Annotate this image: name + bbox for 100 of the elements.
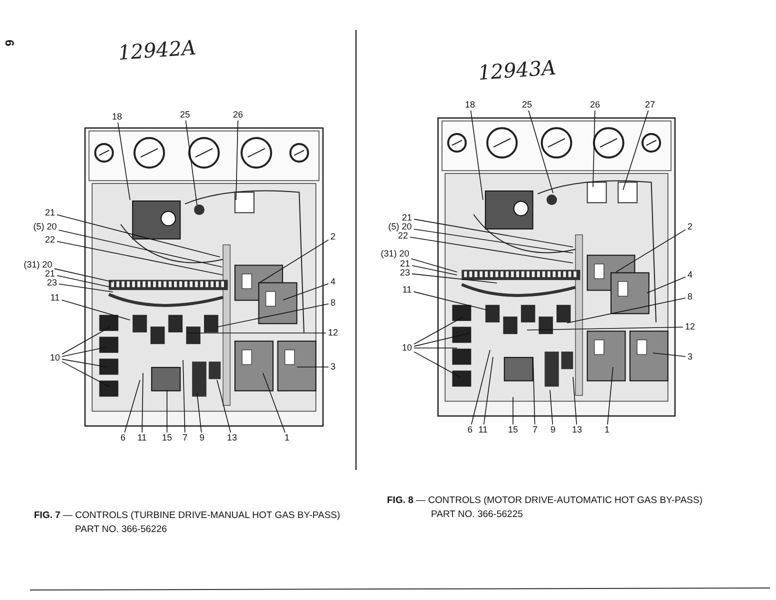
leader-line — [528, 110, 554, 194]
leader-line — [142, 372, 144, 433]
leader-line — [483, 356, 494, 425]
leader-line — [413, 228, 574, 254]
callout-number: (31) 20 — [380, 250, 410, 258]
callout-number: 6 — [466, 426, 474, 434]
callout-number: 4 — [686, 270, 694, 280]
leader-line — [216, 304, 329, 328]
callout-number: 2 — [686, 222, 694, 232]
leader-line — [62, 361, 110, 388]
callout-number: 23 — [46, 278, 58, 288]
callout-number: 21 — [44, 270, 56, 278]
callout-number: 18 — [464, 100, 476, 110]
leader-line — [412, 273, 498, 284]
callout-number: 7 — [532, 426, 538, 434]
callout-number: 15 — [161, 434, 173, 442]
leader-line — [56, 241, 224, 276]
callout-number: 15 — [507, 426, 519, 434]
leader-line — [414, 316, 464, 344]
leader-line — [471, 350, 490, 425]
leader-line — [532, 356, 536, 425]
callout-number: 13 — [226, 434, 238, 442]
figure-caption: FIG. 8 — CONTROLS (MOTOR DRIVE-AUTOMATIC HOT GAS BY-PASS) — [387, 495, 702, 506]
leader-line — [166, 390, 168, 433]
leader-line — [118, 122, 130, 200]
handwritten-note: 12943A — [477, 55, 557, 85]
leader-line — [216, 380, 231, 433]
callout-number: 21 — [401, 214, 413, 222]
part-number: PART NO. 366-56225 — [431, 509, 523, 520]
page-number: 6 — [2, 40, 16, 46]
callout-number: 9 — [198, 434, 206, 442]
callout-number: 11 — [136, 434, 148, 442]
leader-line — [186, 332, 326, 334]
leader-line — [56, 275, 110, 288]
leader-line — [124, 380, 140, 433]
callout-number: 4 — [330, 278, 336, 286]
leader-line — [607, 366, 614, 425]
leader-line — [413, 291, 488, 310]
leader-line — [61, 300, 130, 320]
callout-number: 25 — [521, 100, 533, 110]
callout-number: 25 — [179, 110, 191, 120]
callout-number: 7 — [182, 434, 188, 442]
leader-line — [550, 390, 553, 425]
callout-number: 9 — [550, 426, 556, 434]
callout-number: 23 — [399, 268, 411, 278]
callout-number: 10 — [49, 354, 61, 362]
leader-line — [412, 265, 458, 276]
leader-line — [62, 326, 110, 354]
leader-line — [236, 120, 238, 200]
leader-line — [56, 214, 220, 258]
callout-number: 2 — [330, 232, 336, 242]
leader-line — [410, 236, 574, 264]
leader-line — [182, 360, 186, 433]
callout-number: 11 — [49, 294, 61, 302]
callout-number: 26 — [589, 100, 601, 110]
figure-caption: FIG. 7 — CONTROLS (TURBINE DRIVE-MANUAL HOT GAS BY-PASS) — [34, 510, 340, 521]
callout-number: 21 — [399, 260, 411, 268]
leader-line — [258, 239, 329, 284]
leader-line — [58, 230, 222, 268]
leader-line — [652, 352, 686, 357]
leader-line — [58, 284, 114, 292]
callout-number: 3 — [330, 362, 336, 372]
callout-number: 26 — [232, 110, 244, 120]
callout-number: 12 — [327, 328, 339, 338]
leader-line — [196, 392, 202, 433]
callout-number: 1 — [284, 434, 290, 442]
handwritten-note: 12942A — [117, 35, 197, 65]
callout-number: 13 — [571, 426, 583, 434]
leader-line — [282, 283, 329, 300]
leader-line — [512, 396, 514, 425]
callout-number: 8 — [686, 292, 694, 302]
callout-number: 3 — [686, 352, 694, 362]
leader-line — [414, 332, 470, 347]
leader-line — [296, 366, 329, 368]
callout-number: (31) 20 — [22, 260, 54, 270]
leader-line — [616, 229, 686, 272]
leader-line — [62, 358, 108, 368]
callout-number: 11 — [477, 426, 489, 434]
leader-line — [262, 372, 286, 433]
leader-line — [62, 346, 108, 357]
callout-number: 1 — [604, 426, 610, 434]
callout-number: 10 — [401, 344, 413, 352]
callout-number: 27 — [644, 100, 656, 110]
leader-line — [54, 268, 114, 282]
leader-line — [414, 351, 460, 378]
callout-number: 22 — [44, 236, 56, 244]
callout-number: 12 — [684, 322, 696, 332]
callout-number: (5) 20 — [32, 222, 58, 232]
leader-line — [646, 276, 686, 294]
callout-number: (5) 20 — [387, 222, 413, 232]
leader-line — [592, 110, 596, 188]
leader-line — [572, 376, 577, 425]
leader-line — [470, 110, 484, 200]
callout-number: 18 — [111, 112, 123, 122]
leader-line — [566, 298, 686, 324]
callout-number: 8 — [330, 298, 336, 308]
part-number: PART NO. 366-56226 — [75, 524, 167, 535]
leader-line — [622, 110, 649, 190]
callout-number: 11 — [401, 286, 413, 294]
leader-line — [185, 120, 198, 206]
